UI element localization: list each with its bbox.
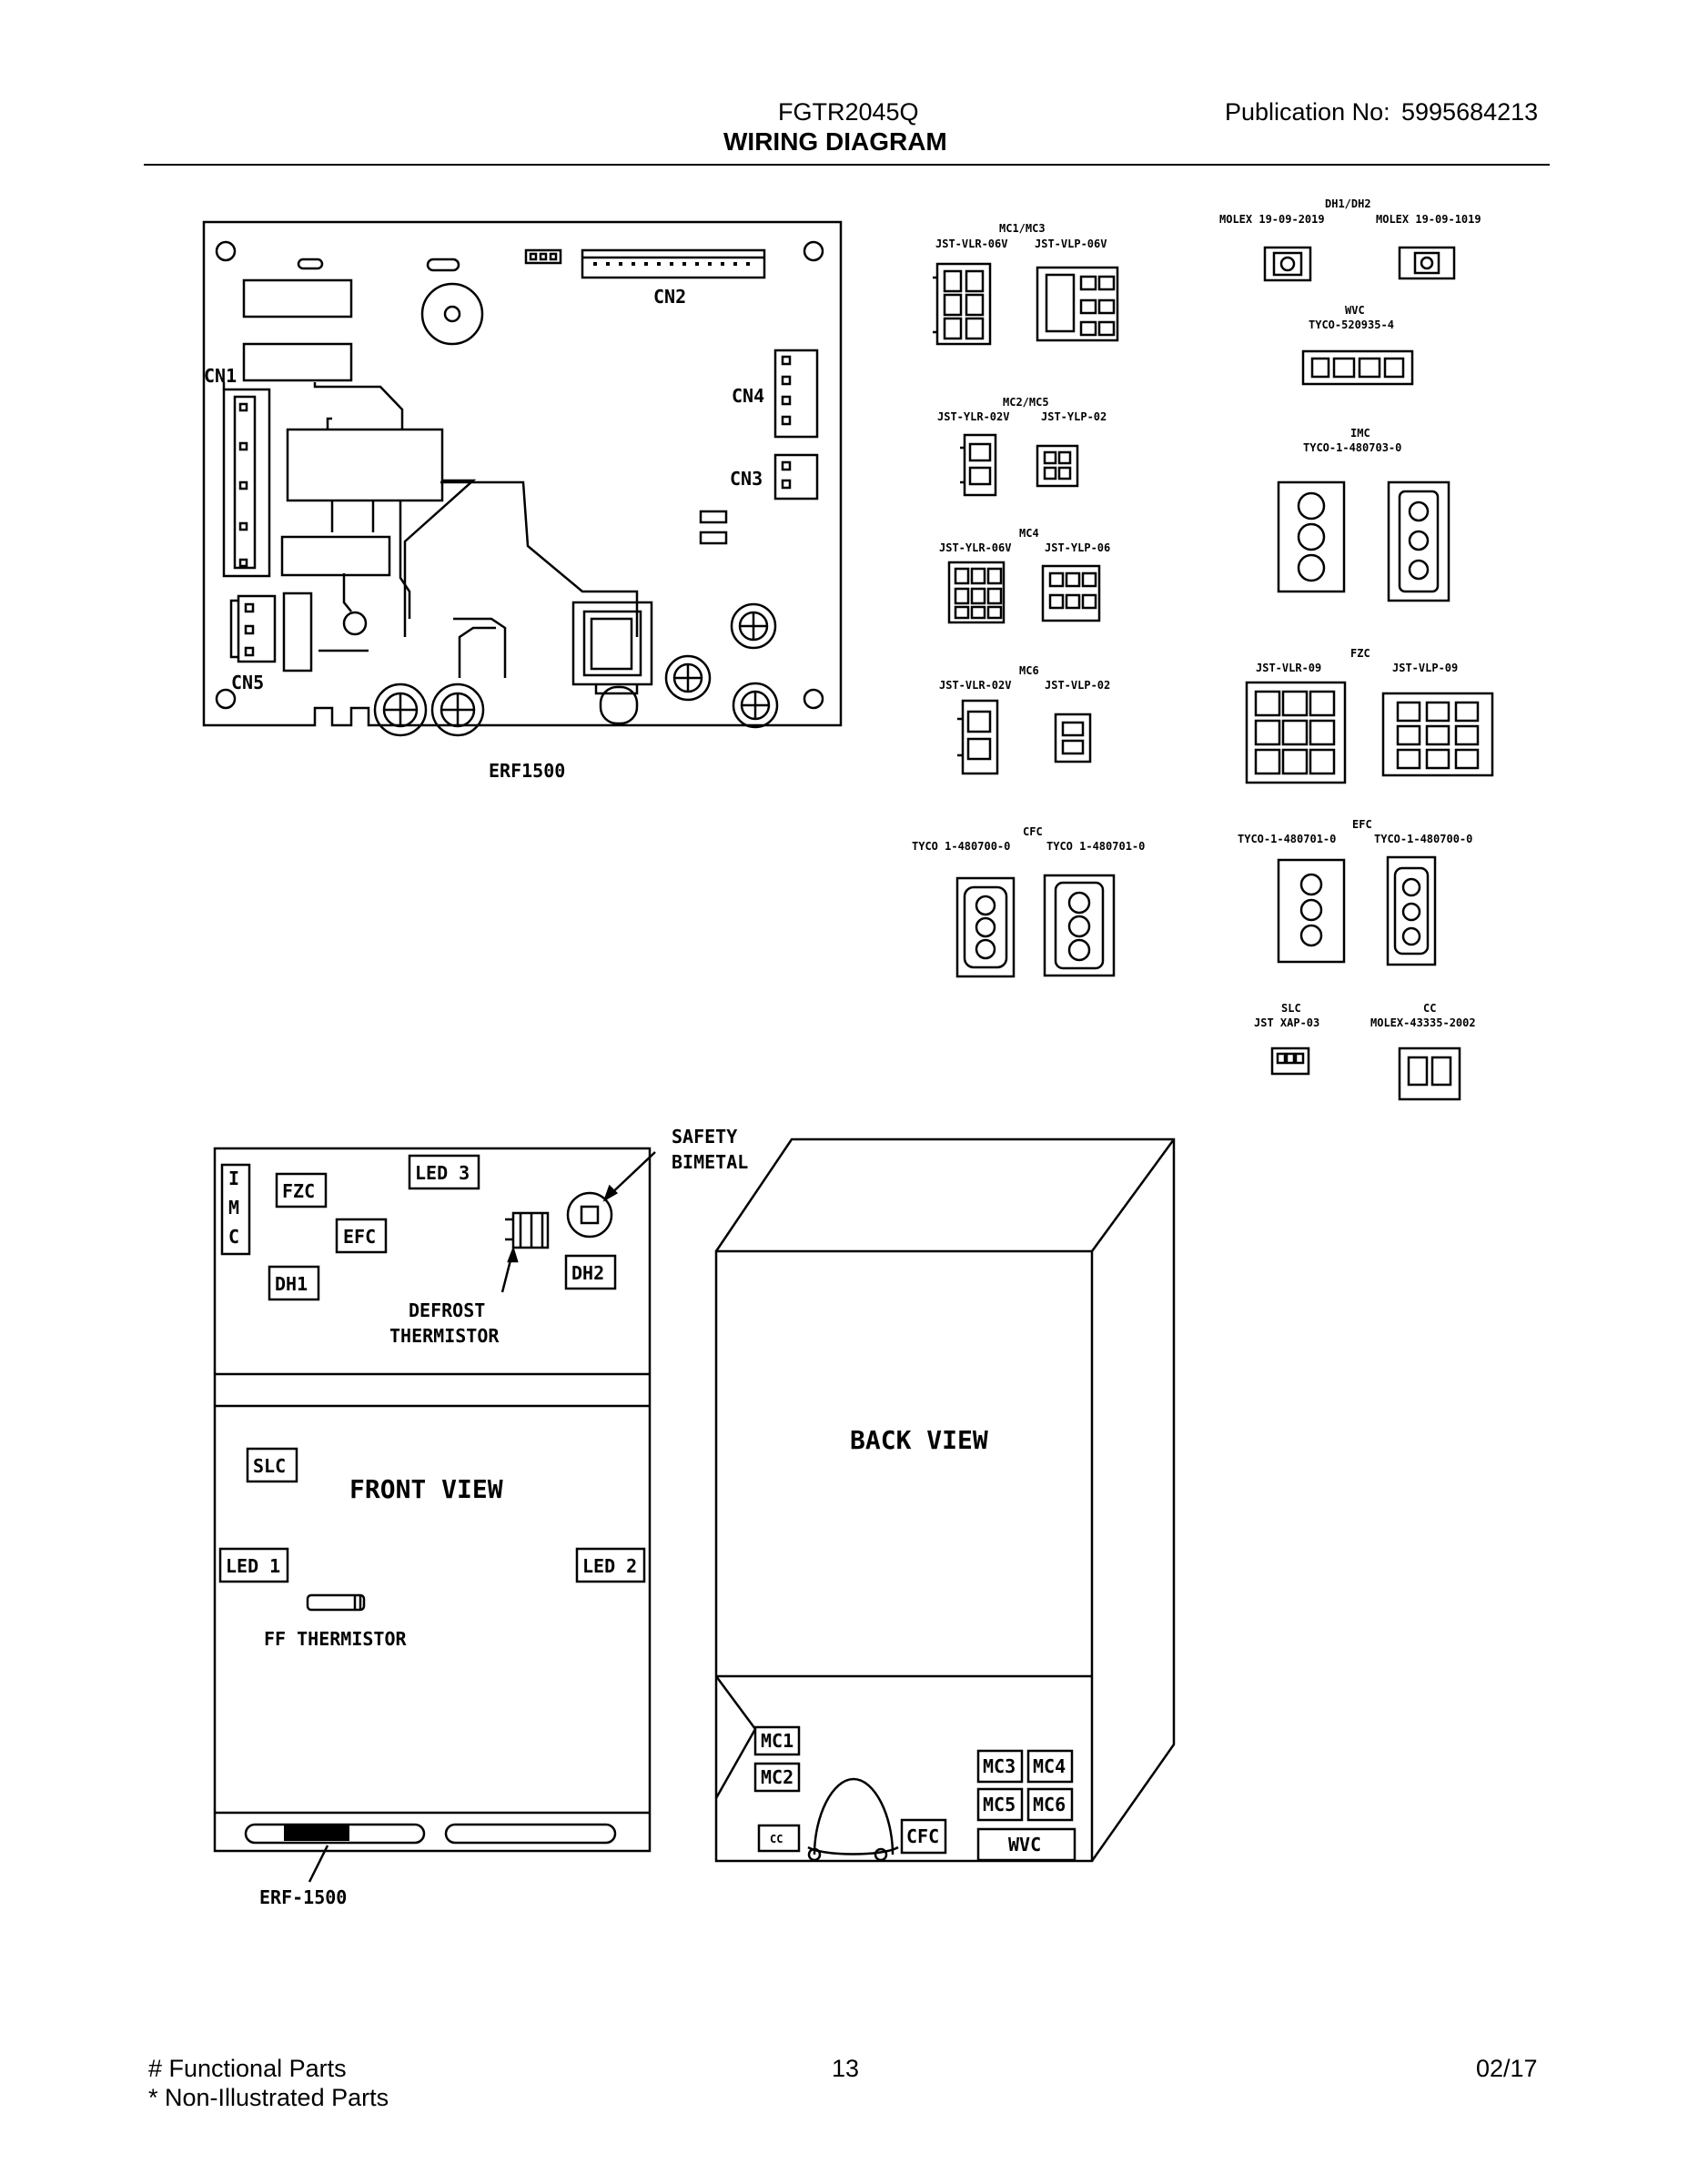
mc1-mc3-right: JST-VLP-06V xyxy=(1035,238,1107,250)
front-view xyxy=(213,1147,656,1883)
imc-letter-m: M xyxy=(228,1197,239,1218)
fzc-title: FZC xyxy=(1350,647,1370,660)
mc4-right: JST-YLP-06 xyxy=(1045,541,1110,554)
cfc-right: TYCO 1-480701-0 xyxy=(1046,840,1145,853)
slc-title: SLC xyxy=(1281,1002,1301,1015)
mc6-left: JST-VLR-02V xyxy=(939,679,1011,692)
front-led2: LED 2 xyxy=(582,1555,637,1577)
back-mc6: MC6 xyxy=(1033,1794,1066,1815)
front-view-label: FRONT VIEW xyxy=(349,1474,503,1504)
back-mc4: MC4 xyxy=(1033,1755,1066,1777)
connector-imc-housing xyxy=(1277,480,1450,602)
control-board xyxy=(202,220,843,737)
back-cfc: CFC xyxy=(906,1825,939,1847)
efc-left: TYCO-1-480701-0 xyxy=(1238,833,1336,845)
front-fzc: FZC xyxy=(282,1180,315,1202)
model-number: FGTR2045Q xyxy=(778,98,919,126)
mc6-right: JST-VLP-02 xyxy=(1045,679,1110,692)
connector-efc-housing xyxy=(1277,855,1437,966)
publication-label: Publication No: xyxy=(1225,98,1390,126)
wvc-sub: TYCO-520935-4 xyxy=(1309,318,1394,331)
dh-title: DH1/DH2 xyxy=(1325,197,1371,210)
back-view-label: BACK VIEW xyxy=(850,1425,988,1455)
efc-right: TYCO-1-480700-0 xyxy=(1374,833,1472,845)
back-mc5: MC5 xyxy=(983,1794,1016,1815)
front-led3: LED 3 xyxy=(415,1162,470,1184)
imc-letter-i: I xyxy=(228,1168,239,1189)
connector-mc6-housing xyxy=(957,699,1092,775)
efc-title: EFC xyxy=(1352,818,1372,831)
cfc-left: TYCO 1-480700-0 xyxy=(912,840,1010,853)
mc2-mc5-right: JST-YLP-02 xyxy=(1041,410,1107,423)
cn1-label: CN1 xyxy=(204,365,237,387)
header-rule xyxy=(144,164,1550,166)
cfc-title: CFC xyxy=(1023,825,1043,838)
back-cc: CC xyxy=(770,1833,783,1845)
dh-right: MOLEX 19-09-1019 xyxy=(1376,213,1481,226)
mc4-title: MC4 xyxy=(1019,527,1039,540)
back-view xyxy=(714,1138,1176,1863)
connector-mc2-mc5-housing xyxy=(960,433,1079,497)
front-led1: LED 1 xyxy=(226,1555,280,1577)
connector-dh-housing xyxy=(1263,246,1456,282)
board-name: ERF1500 xyxy=(489,760,565,782)
back-wvc: WVC xyxy=(1008,1834,1041,1855)
back-mc3: MC3 xyxy=(983,1755,1016,1777)
footer-functional: # Functional Parts xyxy=(148,2055,347,2082)
mc1-mc3-title: MC1/MC3 xyxy=(999,222,1046,235)
front-efc: EFC xyxy=(343,1226,376,1248)
mc1-mc3-left: JST-VLR-06V xyxy=(935,238,1007,250)
cc-title: CC xyxy=(1423,1002,1436,1015)
fzc-left: JST-VLR-09 xyxy=(1256,662,1321,674)
wvc-title: WVC xyxy=(1345,304,1365,317)
front-slc: SLC xyxy=(253,1455,286,1477)
defrost-label-1: DEFROST xyxy=(409,1299,485,1321)
defrost-label-2: THERMISTOR xyxy=(389,1325,500,1347)
cn2-label: CN2 xyxy=(653,286,686,308)
ff-thermistor-label: FF THERMISTOR xyxy=(264,1628,407,1650)
imc-title: IMC xyxy=(1350,427,1370,440)
mc4-left: JST-YLR-06V xyxy=(939,541,1011,554)
back-mc1: MC1 xyxy=(761,1730,793,1752)
mc2-mc5-left: JST-YLR-02V xyxy=(937,410,1009,423)
erf-label: ERF-1500 xyxy=(259,1886,347,1908)
connector-wvc-housing xyxy=(1301,349,1414,386)
safety-label-2: BIMETAL xyxy=(672,1151,748,1173)
slc-sub: JST XAP-03 xyxy=(1254,1016,1319,1029)
connector-slc-housing xyxy=(1270,1046,1310,1076)
cc-sub: MOLEX-43335-2002 xyxy=(1370,1016,1476,1029)
imc-sub: TYCO-1-480703-0 xyxy=(1303,441,1401,454)
fzc-right: JST-VLP-09 xyxy=(1392,662,1458,674)
connector-mc4-housing xyxy=(947,561,1101,624)
page-title: WIRING DIAGRAM xyxy=(723,127,947,156)
mc6-title: MC6 xyxy=(1019,664,1039,677)
connector-mc1-mc3-housing xyxy=(933,262,1119,346)
cn4-label: CN4 xyxy=(732,385,764,407)
back-mc2: MC2 xyxy=(761,1766,793,1788)
imc-letter-c: C xyxy=(228,1226,239,1248)
publication-number: 5995684213 xyxy=(1401,98,1539,126)
connector-cfc-housing xyxy=(955,874,1116,978)
mc2-mc5-title: MC2/MC5 xyxy=(1003,396,1049,409)
page-number: 13 xyxy=(832,2055,860,2082)
connector-fzc-housing xyxy=(1245,681,1494,784)
front-dh1: DH1 xyxy=(275,1273,308,1295)
footer-non-illustrated: * Non-Illustrated Parts xyxy=(148,2084,389,2111)
connector-cc-housing xyxy=(1398,1046,1461,1101)
dh-left: MOLEX 19-09-2019 xyxy=(1219,213,1325,226)
footer-date: 02/17 xyxy=(1476,2055,1538,2082)
cn5-label: CN5 xyxy=(231,672,264,693)
cn3-label: CN3 xyxy=(730,468,763,490)
front-dh2: DH2 xyxy=(571,1262,604,1284)
safety-label-1: SAFETY xyxy=(672,1126,737,1148)
